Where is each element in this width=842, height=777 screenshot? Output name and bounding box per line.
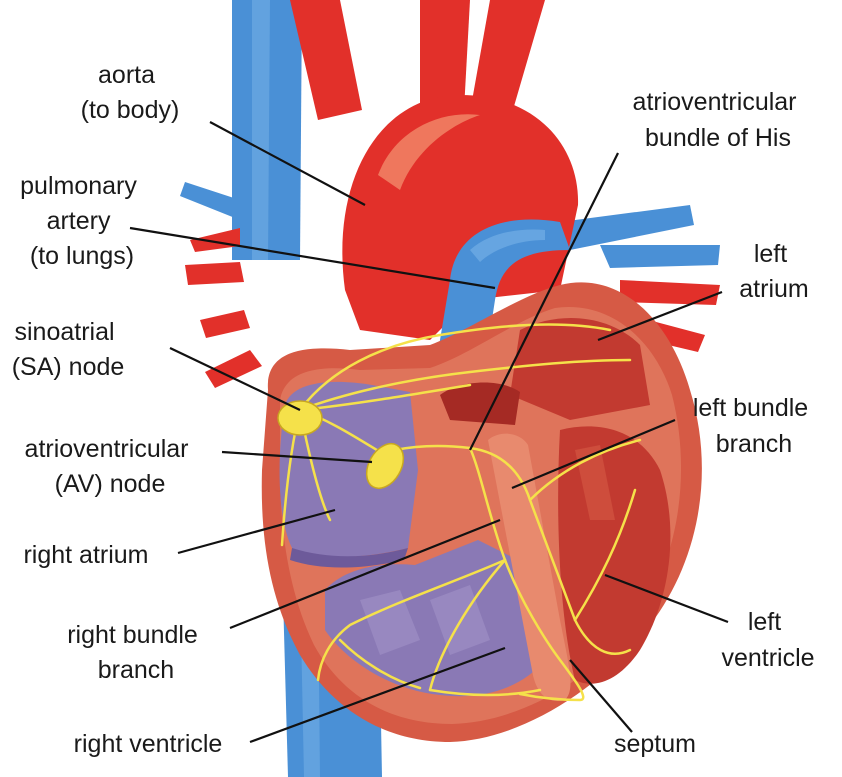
top-arteries: [290, 0, 545, 120]
septum-wall: [488, 433, 571, 701]
leader-right-ventricle: [249, 646, 506, 744]
left-ventricle-chamber: [558, 426, 671, 684]
label-right-atrium: right atrium: [23, 541, 148, 569]
labels: aorta (to body) pulmonary artery (to lun…: [12, 61, 815, 758]
leader-sa-node: [169, 347, 301, 411]
label-left-atrium: left atrium: [739, 240, 808, 303]
leader-aorta: [209, 121, 366, 206]
label-right-bundle-branch: right bundle branch: [67, 621, 205, 684]
leader-right-atrium: [177, 508, 336, 555]
label-av-node: atrioventricular (AV) node: [25, 435, 196, 498]
label-right-ventricle: right ventricle: [74, 730, 223, 758]
leader-septum: [569, 659, 633, 733]
leader-left-atrium: [597, 290, 723, 342]
left-atrium-chamber: [440, 318, 650, 425]
superior-vena-cava: [232, 0, 302, 260]
sa-node: [277, 400, 323, 436]
label-left-ventricle: left ventricle: [721, 608, 814, 672]
leader-bundle-of-his: [469, 152, 619, 451]
label-septum: septum: [614, 730, 696, 758]
label-pulmonary-artery: pulmonary artery (to lungs): [20, 172, 144, 270]
leader-left-ventricle: [604, 573, 729, 624]
label-sa-node: sinoatrial (SA) node: [12, 318, 125, 381]
left-pulmonary-vessels: [560, 205, 720, 352]
label-bundle-of-his: atrioventricular bundle of His: [633, 88, 804, 152]
aorta: [342, 95, 579, 340]
leader-right-bundle-branch: [229, 518, 501, 630]
conduction-system: [280, 323, 642, 702]
right-pulmonary-arteries: [180, 182, 262, 388]
av-node: [365, 442, 405, 490]
leader-left-bundle-branch: [511, 418, 676, 490]
label-aorta: aorta (to body): [81, 61, 180, 124]
leader-pulmonary-artery: [129, 226, 496, 290]
leader-av-node: [221, 450, 373, 464]
label-left-bundle-branch: left bundle branch: [693, 394, 815, 458]
leader-lines: [129, 121, 729, 744]
